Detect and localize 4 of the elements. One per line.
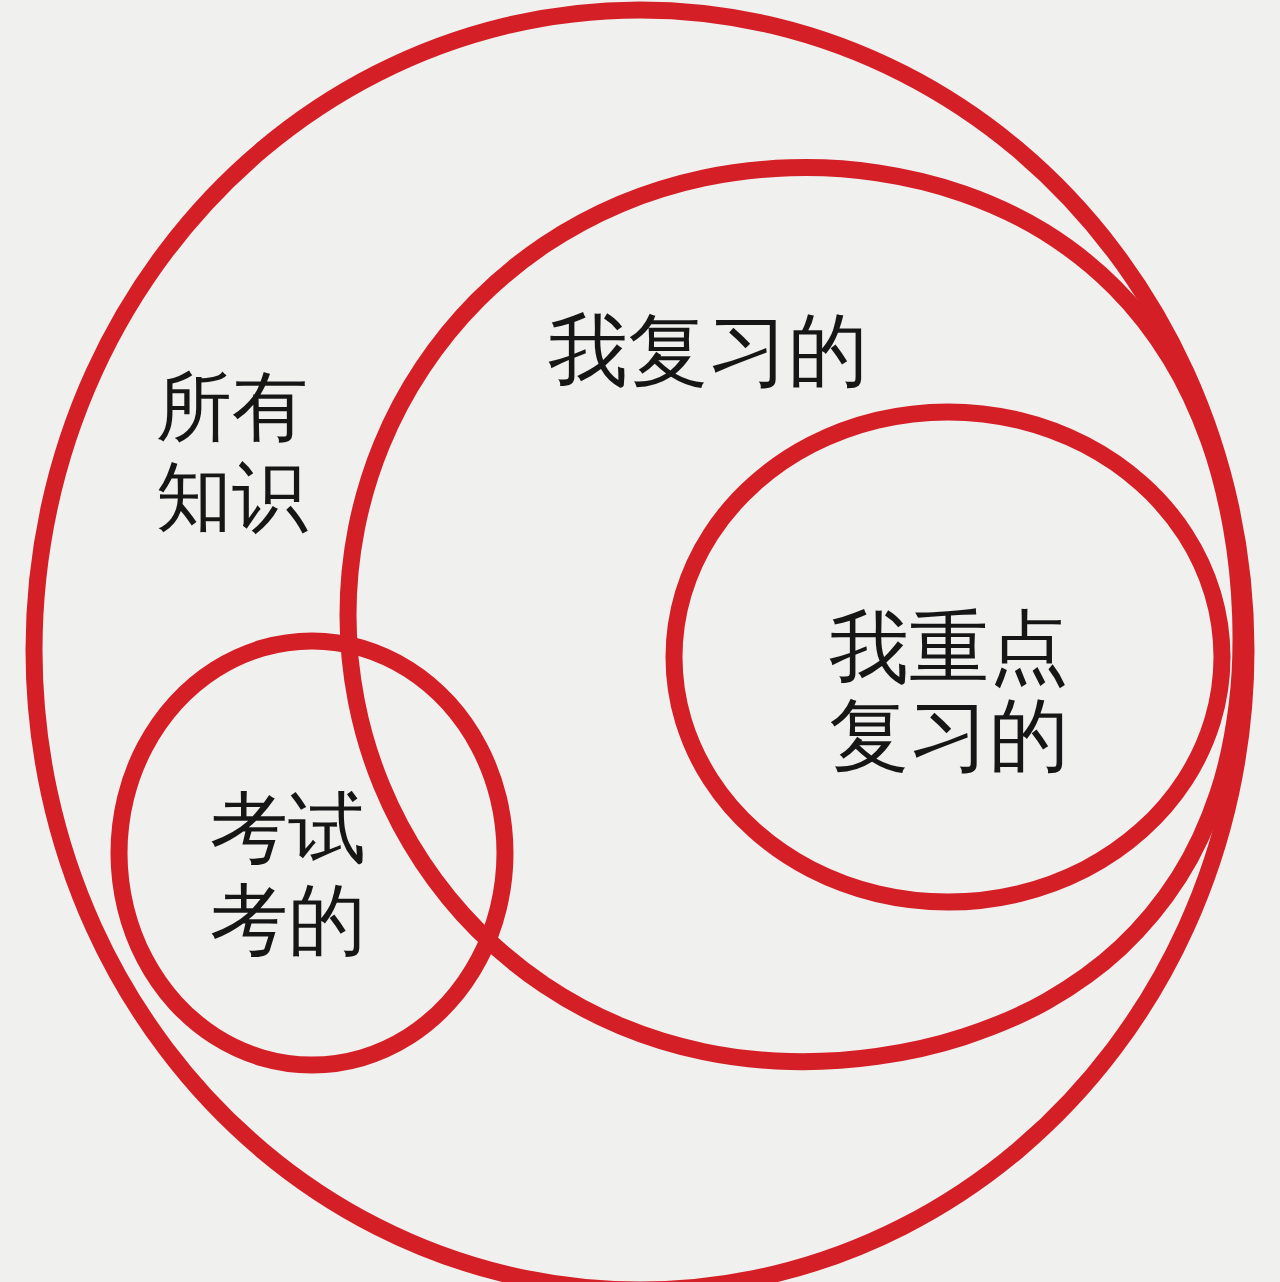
circle-label: 我复习的 — [547, 306, 869, 396]
circle-label: 我重点复习的 — [828, 604, 1070, 780]
circle-label: 所有知识 — [155, 362, 309, 542]
circle-label: 考试考的 — [209, 782, 367, 966]
